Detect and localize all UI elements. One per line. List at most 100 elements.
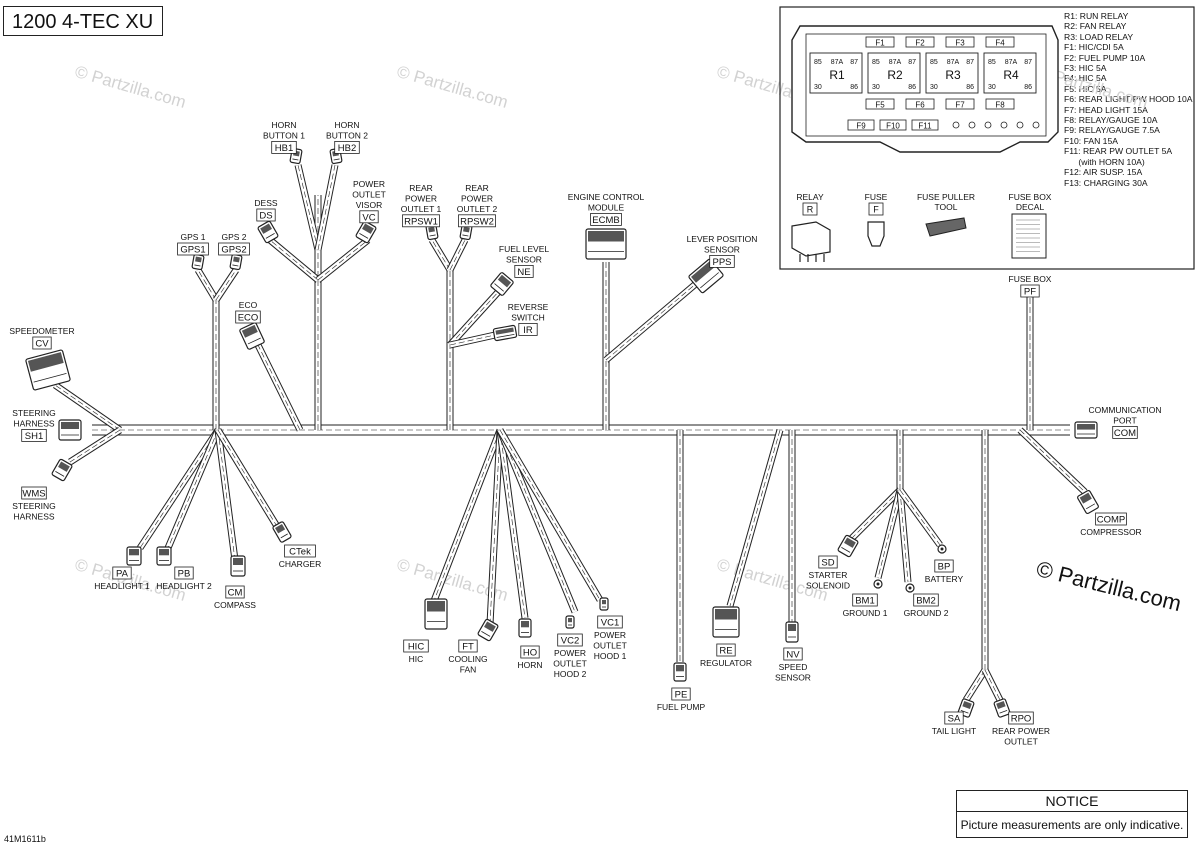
harness-wire — [499, 429, 526, 619]
connector-shade — [362, 223, 374, 234]
name-text: CHARGER — [279, 559, 322, 569]
fuse-slot — [905, 98, 935, 110]
connector-detail — [700, 272, 719, 289]
code-box — [557, 633, 583, 647]
code-box — [21, 486, 47, 500]
name-text: FAN — [460, 664, 477, 674]
relay-label: R2 — [887, 68, 903, 82]
code-text: VC — [362, 212, 375, 223]
part-name: FUSE — [865, 192, 888, 202]
connector-body — [191, 253, 205, 271]
code-box — [590, 212, 622, 226]
connector-icon — [272, 521, 292, 543]
part-name: RELAY — [796, 192, 824, 202]
fuse-slot — [865, 98, 895, 110]
code-box — [520, 645, 540, 659]
connector-icon — [957, 698, 975, 718]
name-text: COMPRESSOR — [1080, 527, 1141, 537]
code-box — [1008, 711, 1034, 725]
relay-pin-label: 85 — [930, 59, 938, 66]
connector-shade — [159, 549, 169, 556]
code-text: NE — [517, 267, 530, 278]
connector-detail — [999, 710, 1008, 714]
code-text: VC2 — [561, 636, 579, 647]
connector-shade — [260, 223, 272, 234]
connector-detail — [841, 547, 851, 553]
connector-shade — [602, 600, 606, 605]
name-text: OUTLET 2 — [457, 204, 498, 214]
notice-box: NOTICE Picture measurements are only ind… — [956, 790, 1188, 838]
fuse-slot — [945, 98, 975, 110]
connector-shade — [1077, 424, 1095, 430]
name-text: HIC — [409, 654, 424, 664]
code-box — [32, 336, 52, 350]
legend-item: F3: HIC 5A — [1064, 63, 1107, 74]
connector-shade — [715, 609, 737, 620]
legend-item: F6: REAR LIGHT/PW HOOD 10A — [1064, 94, 1193, 105]
fuse-slot — [905, 36, 935, 48]
connector-icon — [239, 322, 265, 350]
relay-label: R1 — [829, 68, 845, 82]
code-box — [218, 242, 250, 256]
name-text: DESS — [254, 198, 277, 208]
name-text: COOLING — [448, 654, 487, 664]
fuse-puller-icon — [925, 217, 967, 237]
relay-pin-label: 87 — [850, 59, 858, 66]
fuse-label: F6 — [915, 101, 925, 110]
name-text: SWITCH — [511, 312, 545, 322]
relay-label: R3 — [945, 68, 961, 82]
code-box — [458, 214, 496, 228]
connector-icon — [156, 546, 172, 566]
code-box — [1020, 284, 1040, 298]
name-text: VISOR — [356, 200, 382, 210]
connector-detail — [481, 631, 491, 637]
connector-icon — [1074, 421, 1098, 439]
code-text: ECMB — [592, 215, 619, 226]
code-box — [21, 428, 47, 442]
harness-wire — [729, 429, 781, 607]
connector-shade — [195, 256, 202, 263]
name-text: FUSE BOX — [1009, 274, 1052, 284]
relay-slot — [925, 52, 979, 94]
code-box — [112, 566, 132, 580]
connector-icon — [459, 223, 473, 241]
legend-item: F1: HIC/CDI 5A — [1064, 42, 1124, 53]
code-text: CM — [228, 588, 243, 599]
fuse-label: F9 — [856, 122, 866, 131]
fuse-icon — [867, 221, 885, 247]
name-text: FUEL PUMP — [657, 702, 706, 712]
relay-pin-label: 85 — [814, 59, 822, 66]
notice-text: Picture measurements are only indicative… — [960, 818, 1184, 832]
connector-icon — [191, 253, 205, 271]
code-box — [235, 310, 261, 324]
name-text: GPS 2 — [221, 232, 246, 242]
part-code: F — [873, 205, 879, 215]
name-text: HORN — [334, 120, 359, 130]
name-text: POWER — [594, 630, 626, 640]
legend-item: F2: FUEL PUMP 10A — [1064, 52, 1146, 63]
name-text: SENSOR — [704, 244, 740, 254]
fuse-slot — [847, 119, 875, 131]
connector-icon — [785, 621, 799, 643]
code-box — [458, 639, 478, 653]
connector-detail — [265, 233, 275, 239]
name-text: SPEED — [779, 662, 808, 672]
code-box — [934, 559, 954, 573]
code-text: NV — [786, 650, 800, 661]
fuse-slot — [985, 36, 1015, 48]
legend-item: F4: HIC 5A — [1064, 73, 1107, 84]
fusebox-socket — [984, 121, 992, 129]
name-text: SPEEDOMETER — [9, 326, 74, 336]
connector-icon — [229, 253, 243, 271]
fuse-label: F1 — [875, 39, 885, 48]
fusebox-frame — [779, 6, 1195, 270]
connector-shade — [233, 558, 243, 565]
